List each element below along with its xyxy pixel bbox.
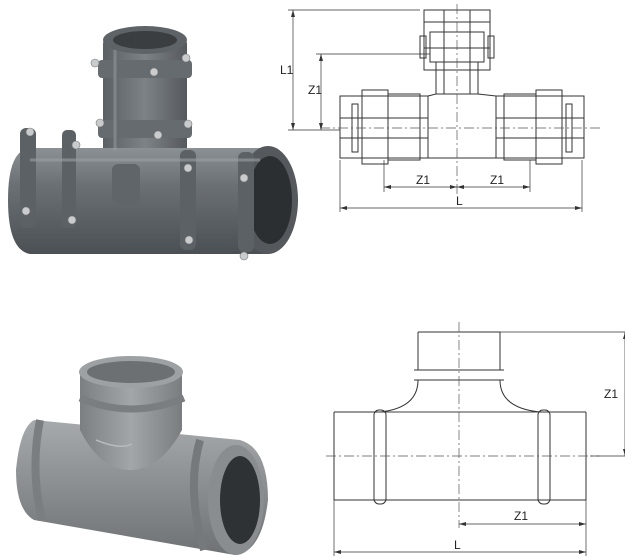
z1-right-label: Z1	[490, 173, 504, 187]
clamp-tee-photo	[8, 26, 298, 261]
z1-vertical-label: Z1	[308, 83, 322, 97]
z1-horizontal-label-bottom: Z1	[514, 509, 528, 523]
l-label: L	[456, 194, 463, 208]
socket-tee-photo	[16, 356, 268, 555]
l-label-bottom: L	[454, 538, 461, 552]
socket-tee-drawing: Z1 Z1 L	[326, 322, 625, 556]
l1-label: L1	[280, 63, 294, 77]
clamp-tee-drawing: L1 Z1 Z1 Z1 L	[280, 4, 600, 212]
z1-vertical-label-bottom: Z1	[604, 387, 618, 401]
z1-left-label: Z1	[416, 173, 430, 187]
